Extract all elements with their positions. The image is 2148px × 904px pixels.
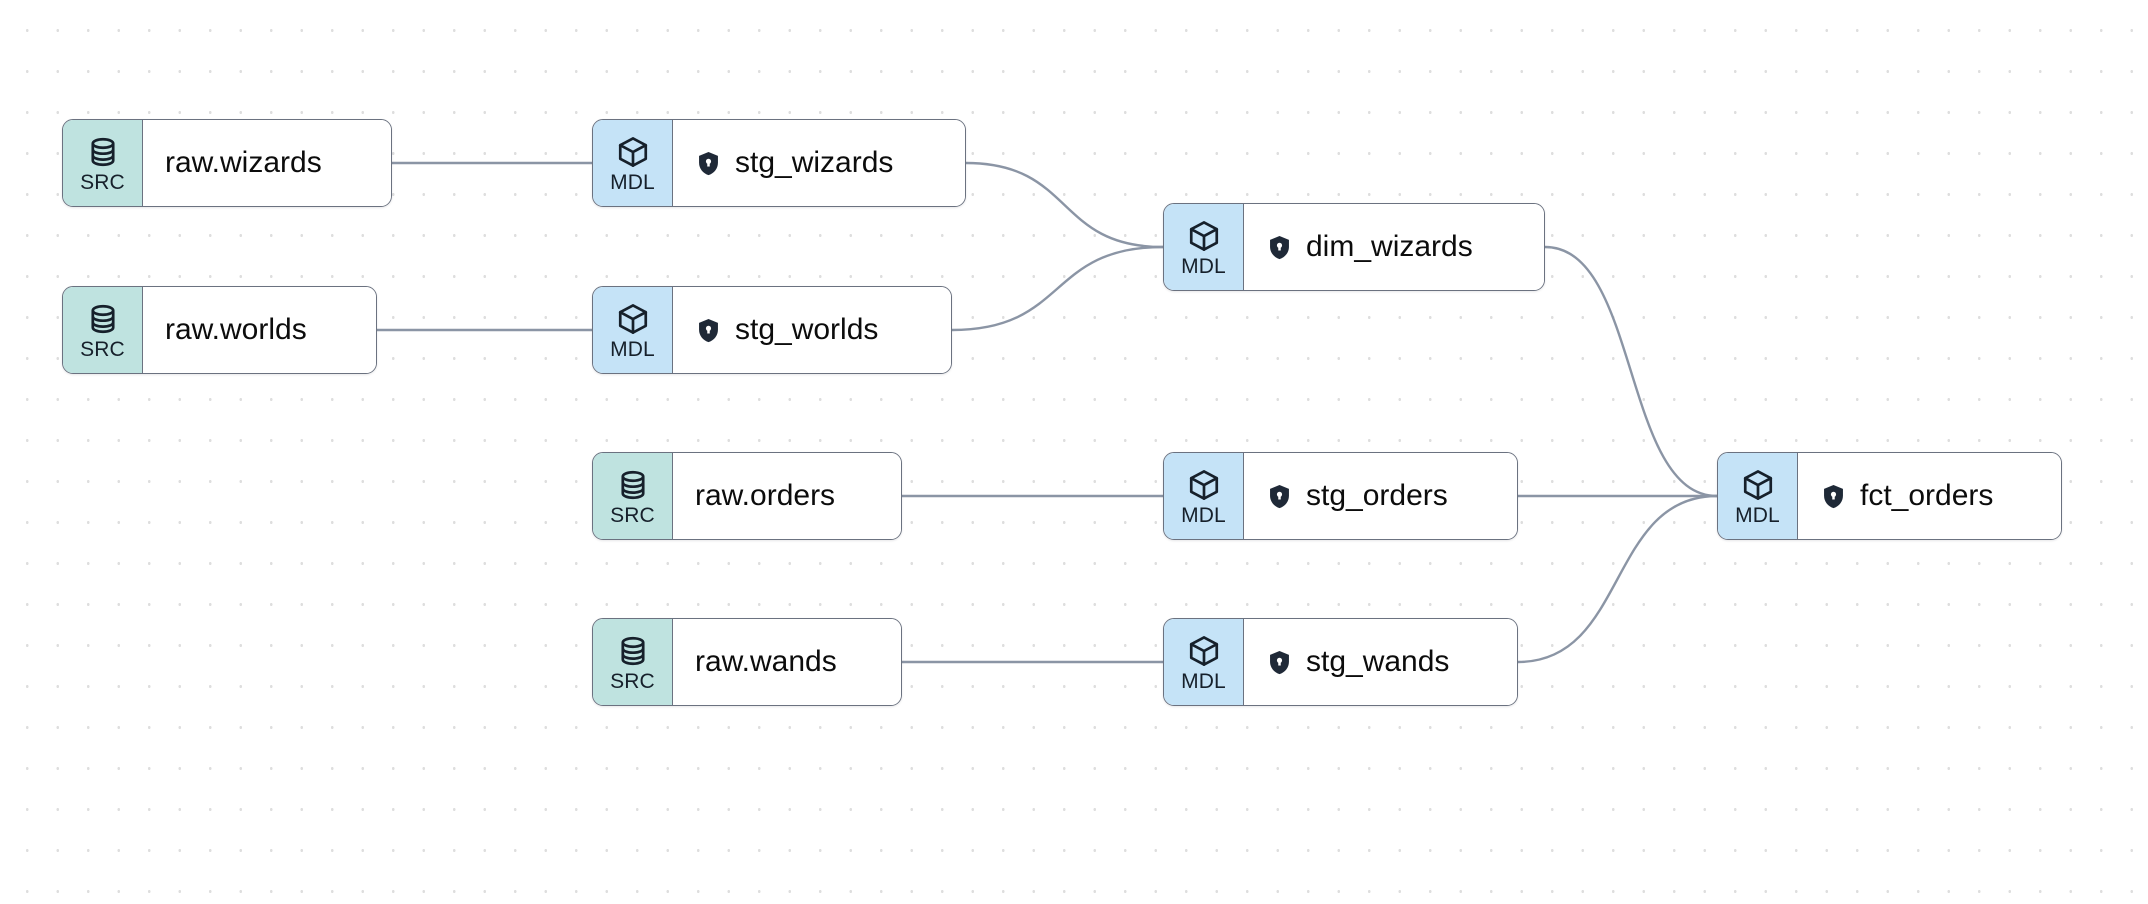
node-kind-label: MDL (1735, 504, 1780, 527)
node-kind-badge-mdl: MDL (1164, 453, 1244, 539)
node-label: stg_wands (1306, 645, 1450, 679)
node-body: raw.worlds (143, 287, 376, 373)
lineage-node-stg_worlds[interactable]: MDL stg_worlds (592, 286, 952, 374)
cube-icon (1741, 468, 1775, 502)
node-kind-label: SRC (610, 504, 655, 527)
node-label: stg_wizards (735, 146, 894, 180)
node-kind-badge-src: SRC (63, 120, 143, 206)
lineage-node-raw_orders[interactable]: SRC raw.orders (592, 452, 902, 540)
node-kind-badge-mdl: MDL (1164, 204, 1244, 290)
lineage-node-raw_wizards[interactable]: SRC raw.wizards (62, 119, 392, 207)
node-kind-badge-src: SRC (593, 453, 673, 539)
lineage-edge-stg_wizards-to-dim_wizards (964, 161, 1165, 249)
node-label: raw.wizards (165, 146, 322, 180)
node-kind-label: MDL (1181, 504, 1226, 527)
node-label: raw.worlds (165, 313, 307, 347)
database-cylinder-icon (616, 634, 650, 668)
lineage-node-fct_orders[interactable]: MDL fct_orders (1717, 452, 2062, 540)
node-kind-label: MDL (610, 338, 655, 361)
cube-icon (1187, 219, 1221, 253)
lineage-node-raw_wands[interactable]: SRC raw.wands (592, 618, 902, 706)
node-body: stg_wands (1244, 619, 1517, 705)
shield-lock-icon (695, 150, 722, 177)
node-kind-badge-src: SRC (63, 287, 143, 373)
lineage-node-stg_orders[interactable]: MDL stg_orders (1163, 452, 1518, 540)
lineage-node-dim_wizards[interactable]: MDL dim_wizards (1163, 203, 1545, 291)
node-kind-badge-mdl: MDL (593, 120, 673, 206)
node-body: raw.wizards (143, 120, 391, 206)
node-body: dim_wizards (1244, 204, 1544, 290)
database-cylinder-icon (86, 135, 120, 169)
node-body: raw.wands (673, 619, 901, 705)
cube-icon (616, 302, 650, 336)
node-label: stg_worlds (735, 313, 879, 347)
node-kind-badge-mdl: MDL (593, 287, 673, 373)
node-kind-label: SRC (80, 171, 125, 194)
node-kind-label: SRC (80, 338, 125, 361)
node-body: fct_orders (1798, 453, 2061, 539)
cube-icon (1187, 468, 1221, 502)
database-cylinder-icon (86, 302, 120, 336)
lineage-edge-stg_wands-to-fct_orders (1516, 494, 1719, 664)
node-kind-badge-src: SRC (593, 619, 673, 705)
shield-lock-icon (1266, 234, 1293, 261)
cube-icon (616, 135, 650, 169)
cube-icon (1187, 634, 1221, 668)
lineage-edge-stg_worlds-to-dim_wizards (950, 245, 1165, 332)
node-body: raw.orders (673, 453, 901, 539)
node-kind-badge-mdl: MDL (1164, 619, 1244, 705)
shield-lock-icon (1820, 483, 1847, 510)
database-cylinder-icon (616, 468, 650, 502)
lineage-node-raw_worlds[interactable]: SRC raw.worlds (62, 286, 377, 374)
node-label: dim_wizards (1306, 230, 1473, 264)
node-kind-label: MDL (1181, 670, 1226, 693)
node-label: stg_orders (1306, 479, 1448, 513)
node-body: stg_wizards (673, 120, 965, 206)
node-kind-label: MDL (1181, 255, 1226, 278)
shield-lock-icon (1266, 649, 1293, 676)
lineage-node-stg_wands[interactable]: MDL stg_wands (1163, 618, 1518, 706)
shield-lock-icon (695, 317, 722, 344)
lineage-edge-dim_wizards-to-fct_orders (1543, 245, 1719, 498)
shield-lock-icon (1266, 483, 1293, 510)
node-label: fct_orders (1860, 479, 1994, 513)
lineage-node-stg_wizards[interactable]: MDL stg_wizards (592, 119, 966, 207)
node-label: raw.orders (695, 479, 836, 513)
node-kind-badge-mdl: MDL (1718, 453, 1798, 539)
node-kind-label: SRC (610, 670, 655, 693)
node-body: stg_orders (1244, 453, 1517, 539)
node-body: stg_worlds (673, 287, 951, 373)
node-kind-label: MDL (610, 171, 655, 194)
node-label: raw.wands (695, 645, 837, 679)
